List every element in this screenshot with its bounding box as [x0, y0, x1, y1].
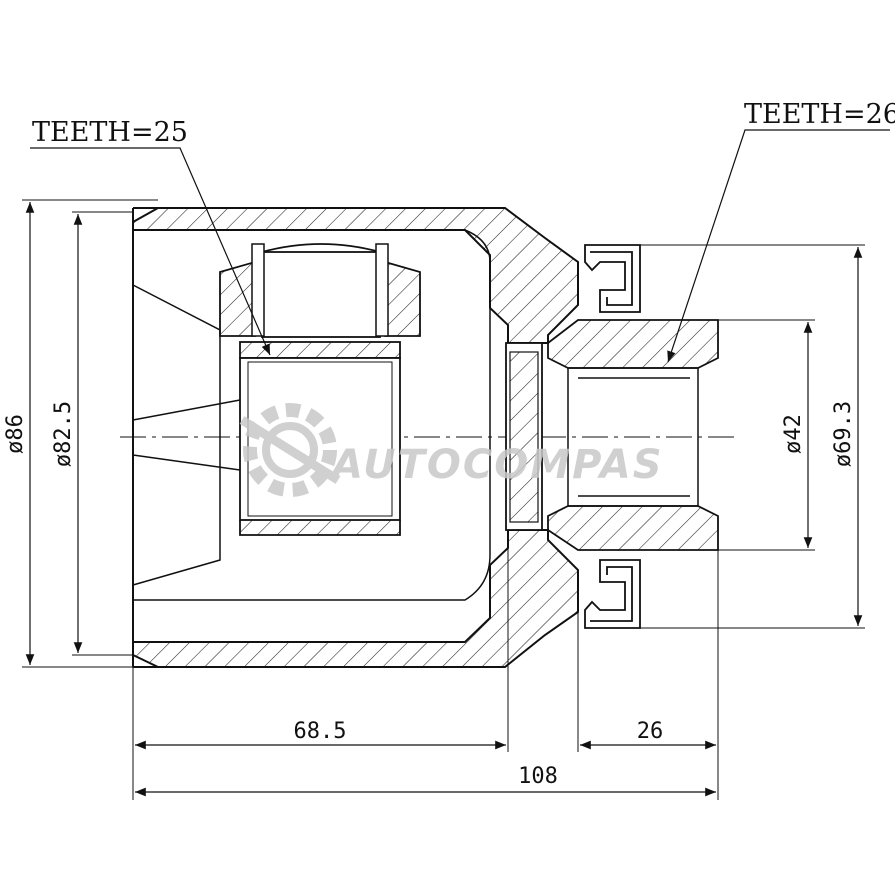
dim-body-length: 68.5 [294, 719, 347, 744]
dim-inner-diameter: ø82.5 [51, 401, 76, 467]
stem-bore [567, 367, 699, 507]
dim-seal-diameter: ø69.3 [831, 401, 856, 467]
dust-seal-lower [584, 559, 641, 629]
teeth-right-label: TEETH=26 [744, 99, 895, 130]
gear-logo-icon [239, 403, 341, 497]
leader-teeth-left [30, 147, 271, 356]
circlip [505, 342, 543, 531]
leader-lines [30, 129, 890, 363]
dim-stem-length: 26 [637, 719, 664, 744]
watermark: AUTOCOMPAS [239, 403, 664, 497]
dim-outer-diameter: ø86 [3, 414, 28, 454]
dimension-lines [25, 202, 863, 797]
housing-outline [132, 207, 505, 668]
dust-seal-upper [584, 244, 641, 313]
dim-total-length: 108 [518, 764, 558, 789]
stem-upper [547, 319, 719, 369]
watermark-text: AUTOCOMPAS [329, 442, 664, 488]
dim-shaft-diameter: ø42 [781, 414, 806, 454]
stem-lower [547, 505, 719, 551]
housing-lower [132, 529, 579, 668]
tripod-roller-upper [219, 243, 421, 338]
leader-teeth-right [667, 129, 890, 363]
inner-cone [132, 229, 491, 601]
teeth-left-label: TEETH=25 [32, 117, 188, 148]
extension-lines [22, 199, 865, 800]
